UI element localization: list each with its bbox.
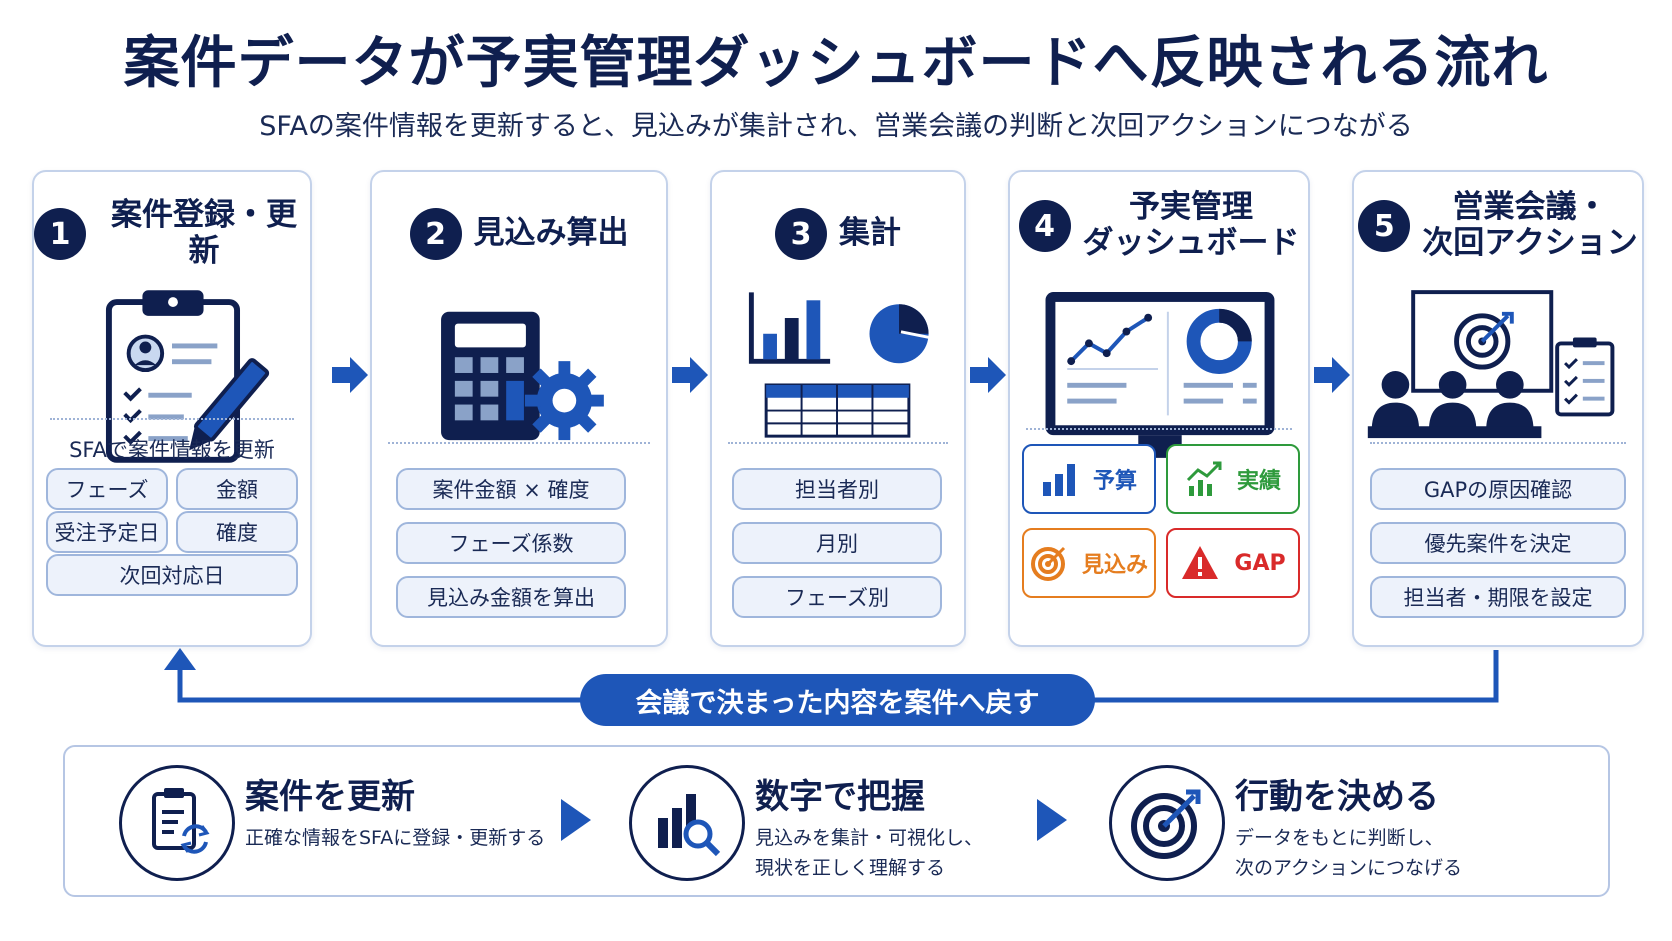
bar-chart-icon xyxy=(1042,464,1075,496)
calc-pill-forecast-amount: 見込み金額を算出 xyxy=(396,576,626,618)
clipboard-refresh-icon xyxy=(152,788,210,854)
divider xyxy=(388,442,650,444)
field-pill-phase: フェーズ xyxy=(46,468,168,510)
page-subtitle: SFAの案件情報を更新すると、見込みが集計され、営業会議の判断と次回アクションに… xyxy=(259,111,1413,142)
summary-desc-line: 現状を正しく理解する xyxy=(755,857,946,879)
summary-icon-circle xyxy=(1109,765,1225,881)
metric-label: 予算 xyxy=(1092,469,1137,494)
arrow-right-icon xyxy=(672,357,708,393)
metric-budget: 予算 xyxy=(1022,444,1156,514)
calc-pill-phase-coefficient: フェーズ係数 xyxy=(396,522,626,564)
step-header: 3 集計 xyxy=(712,194,964,274)
feedback-loop-label: 会議で決まった内容を案件へ戻す xyxy=(580,674,1095,726)
aggregate-pill-by-phase: フェーズ別 xyxy=(732,576,942,618)
step-header: 5 営業会議・ 次回アクション xyxy=(1354,186,1642,266)
charts-table-icon xyxy=(748,292,931,438)
divider xyxy=(1370,442,1626,444)
step-card-1: 1 案件登録・更新 SFAで案件情報を更新 フェーズ 金額 受注予定日 確度 次… xyxy=(32,170,312,647)
step-header: 1 案件登録・更新 xyxy=(34,194,310,274)
target-icon xyxy=(1030,546,1066,581)
summary-desc-line: データをもとに判断し、 xyxy=(1235,827,1444,849)
field-pill-next-action-date: 次回対応日 xyxy=(46,554,298,596)
page-title: 案件データが予実管理ダッシュボードへ反映される流れ xyxy=(123,31,1549,96)
aggregate-pill-by-month: 月別 xyxy=(732,522,942,564)
metric-label: 実績 xyxy=(1236,469,1281,494)
trend-up-icon xyxy=(1186,461,1222,496)
calculator-gear-icon xyxy=(441,311,604,441)
step-title-line: 次回アクション xyxy=(1422,225,1638,261)
divider xyxy=(1026,428,1292,430)
summary-desc-line: 正確な情報をSFAに登録・更新する xyxy=(245,827,546,849)
arrow-right-icon xyxy=(1314,357,1350,393)
summary-title: 案件を更新 xyxy=(245,777,415,817)
field-pill-probability: 確度 xyxy=(176,511,298,553)
action-pill-owner-deadline: 担当者・期限を設定 xyxy=(1370,576,1626,618)
divider xyxy=(728,442,948,444)
step-card-4: 4 予実管理 ダッシュボード 予算 実績 見込み GAP xyxy=(1008,170,1310,647)
step-card-3: 3 集計 担当者別 月別 フェーズ別 xyxy=(710,170,966,647)
target-arrow-icon xyxy=(1131,789,1201,859)
step-number: 4 xyxy=(1018,200,1071,252)
step-header: 4 予実管理 ダッシュボード xyxy=(1010,186,1308,266)
metric-forecast: 見込み xyxy=(1022,528,1156,598)
step-title-line: ダッシュボード xyxy=(1082,225,1300,261)
step-title: 案件登録・更新 xyxy=(111,197,297,269)
summary-panel: 案件を更新 正確な情報をSFAに登録・更新する 数字で把握 見込みを集計・可視化… xyxy=(63,745,1610,897)
summary-desc: データをもとに判断し、 次のアクションにつなげる xyxy=(1235,823,1462,883)
step-number: 5 xyxy=(1358,200,1411,252)
step-header: 2 見込み算出 xyxy=(372,194,666,274)
summary-icon-circle xyxy=(119,765,235,881)
step-title: 見込み算出 xyxy=(473,215,629,252)
arrow-right-icon xyxy=(332,357,368,393)
step-title: 営業会議・ 次回アクション xyxy=(1422,190,1637,261)
chevron-right-icon xyxy=(1037,799,1067,841)
field-pill-close-date: 受注予定日 xyxy=(46,511,168,553)
summary-desc: 見込みを集計・可視化し、 現状を正しく理解する xyxy=(755,823,983,883)
step-number: 2 xyxy=(409,208,462,260)
warning-icon xyxy=(1182,546,1219,579)
arrow-right-icon xyxy=(970,357,1006,393)
meeting-target-icon xyxy=(1367,290,1615,439)
summary-icon-circle xyxy=(629,765,745,881)
step-number: 3 xyxy=(775,208,827,260)
calc-pill-amount-probability: 案件金額 × 確度 xyxy=(396,468,626,510)
summary-title: 数字で把握 xyxy=(755,777,925,817)
action-pill-gap-cause: GAPの原因確認 xyxy=(1370,468,1626,510)
divider xyxy=(50,418,294,420)
summary-desc: 正確な情報をSFAに登録・更新する xyxy=(245,823,545,853)
step-card-2: 2 見込み算出 案件金額 × 確度 フェーズ係数 見込み金額を算出 xyxy=(370,170,668,647)
field-pill-amount: 金額 xyxy=(176,468,298,510)
summary-desc-line: 見込みを集計・可視化し、 xyxy=(755,827,984,849)
metric-label: GAP xyxy=(1234,550,1286,576)
metric-label: 見込み xyxy=(1081,553,1148,578)
step-card-5: 5 営業会議・ 次回アクション GAPの原因確認 優先案件を決定 担当者・期限を… xyxy=(1352,170,1644,647)
summary-desc-line: 次のアクションにつなげる xyxy=(1235,857,1463,879)
step-title: 集計 xyxy=(839,215,901,252)
step-number: 1 xyxy=(34,208,86,260)
step-title-line: 予実管理 xyxy=(1129,189,1253,226)
step-title-line: 営業会議・ xyxy=(1452,189,1608,226)
action-pill-priority-deals: 優先案件を決定 xyxy=(1370,522,1626,564)
chart-magnifier-icon xyxy=(658,794,721,857)
aggregate-pill-by-owner: 担当者別 xyxy=(732,468,942,510)
step-title: 予実管理 ダッシュボード xyxy=(1083,190,1300,261)
summary-title: 行動を決める xyxy=(1235,777,1439,817)
sfa-update-label: SFAで案件情報を更新 xyxy=(69,438,275,462)
metric-actual: 実績 xyxy=(1166,444,1300,514)
chevron-right-icon xyxy=(561,799,591,841)
metric-gap: GAP xyxy=(1166,528,1300,598)
